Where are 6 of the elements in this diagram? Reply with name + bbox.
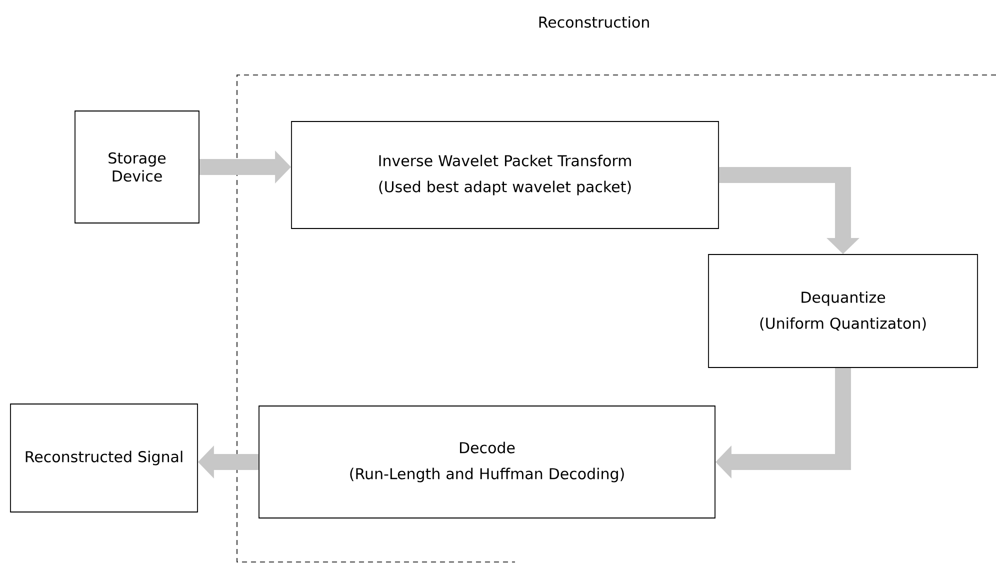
process-box: Dequantize (Uniform Quantizaton) (708, 254, 978, 368)
title: Reconstruction (539, 16, 649, 28)
process-box: Inverse Wavelet Packet Transform (Used best adapt wavelet packet) (291, 121, 719, 229)
process-box: Reconstructed Signal (10, 404, 198, 512)
process-box: Decode (Run-Length and Huffman Decoding) (258, 406, 716, 518)
process-box: Storage Device (74, 110, 200, 224)
